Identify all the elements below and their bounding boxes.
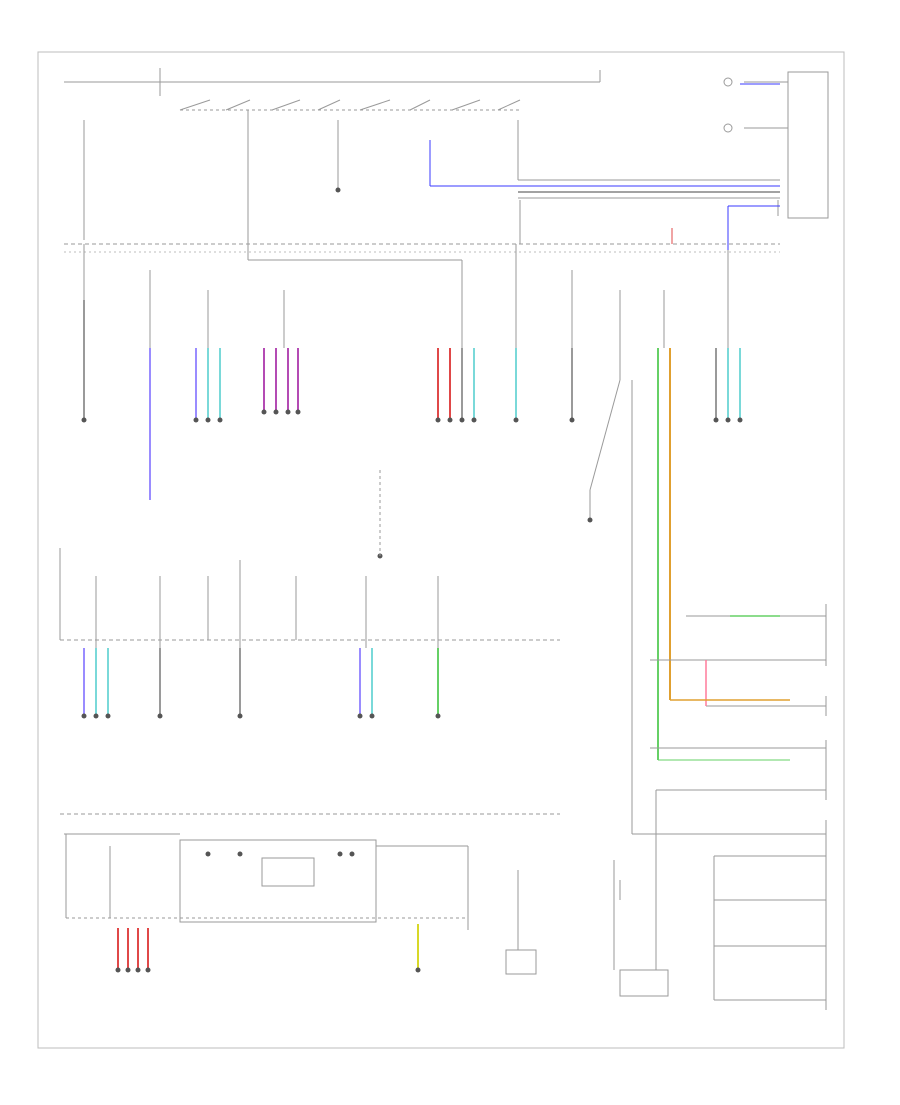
top-blue-wires xyxy=(429,83,780,250)
top-right-connector xyxy=(723,71,829,219)
fuse-row-3 xyxy=(83,648,439,716)
nodes-row-3 xyxy=(81,713,441,719)
nodes-bottom xyxy=(115,851,421,973)
fuse-row-1 xyxy=(83,300,741,760)
fuse-row-3-thin xyxy=(95,560,439,648)
nodes-row-1 xyxy=(81,187,743,559)
top-power-section xyxy=(64,68,780,300)
bottom-colored-wires xyxy=(117,924,419,970)
fuse-row-1-thin xyxy=(83,244,729,520)
diagram-frame xyxy=(37,51,845,1049)
bottom-section xyxy=(64,833,621,975)
right-side-circuit xyxy=(613,380,827,1010)
